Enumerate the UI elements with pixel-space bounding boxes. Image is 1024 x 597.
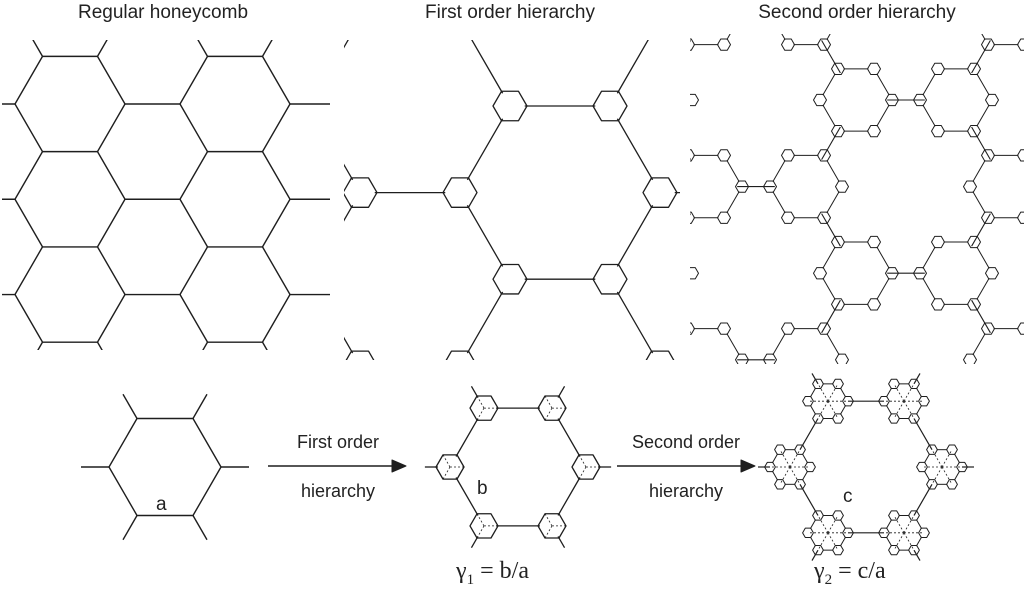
equation-gamma1: γ1 = b/a (456, 558, 529, 589)
gamma1-rhs: = b/a (474, 558, 529, 584)
gamma1-subscript: 1 (466, 571, 475, 588)
arrow2-label-line1: Second order (631, 432, 741, 452)
arrow-second-order (617, 459, 756, 473)
arrow1-label-line2: hierarchy (300, 481, 376, 501)
gamma2-symbol: γ (814, 558, 825, 584)
title-second-order: Second order hierarchy (758, 2, 956, 23)
gamma1-symbol: γ (456, 558, 467, 584)
arrow2-label-line2: hierarchy (648, 481, 724, 501)
title-first-order: First order hierarchy (425, 2, 595, 23)
arrow-first-order (268, 459, 407, 473)
label-c: c (843, 486, 853, 507)
arrow1-label-line1: First order (296, 432, 380, 452)
unit-cell-first-order (424, 386, 612, 548)
unit-cell-regular (81, 393, 249, 541)
first-order-lattice (344, 40, 680, 360)
second-order-lattice (690, 34, 1024, 364)
equation-gamma2: γ2 = c/a (814, 558, 886, 589)
title-regular-honeycomb: Regular honeycomb (77, 2, 249, 23)
gamma2-rhs: = c/a (832, 558, 886, 584)
label-a: a (156, 494, 167, 515)
label-b: b (477, 478, 488, 499)
regular-honeycomb-lattice (2, 40, 330, 350)
gamma2-subscript: 2 (824, 571, 833, 588)
unit-cell-second-order (758, 373, 974, 561)
